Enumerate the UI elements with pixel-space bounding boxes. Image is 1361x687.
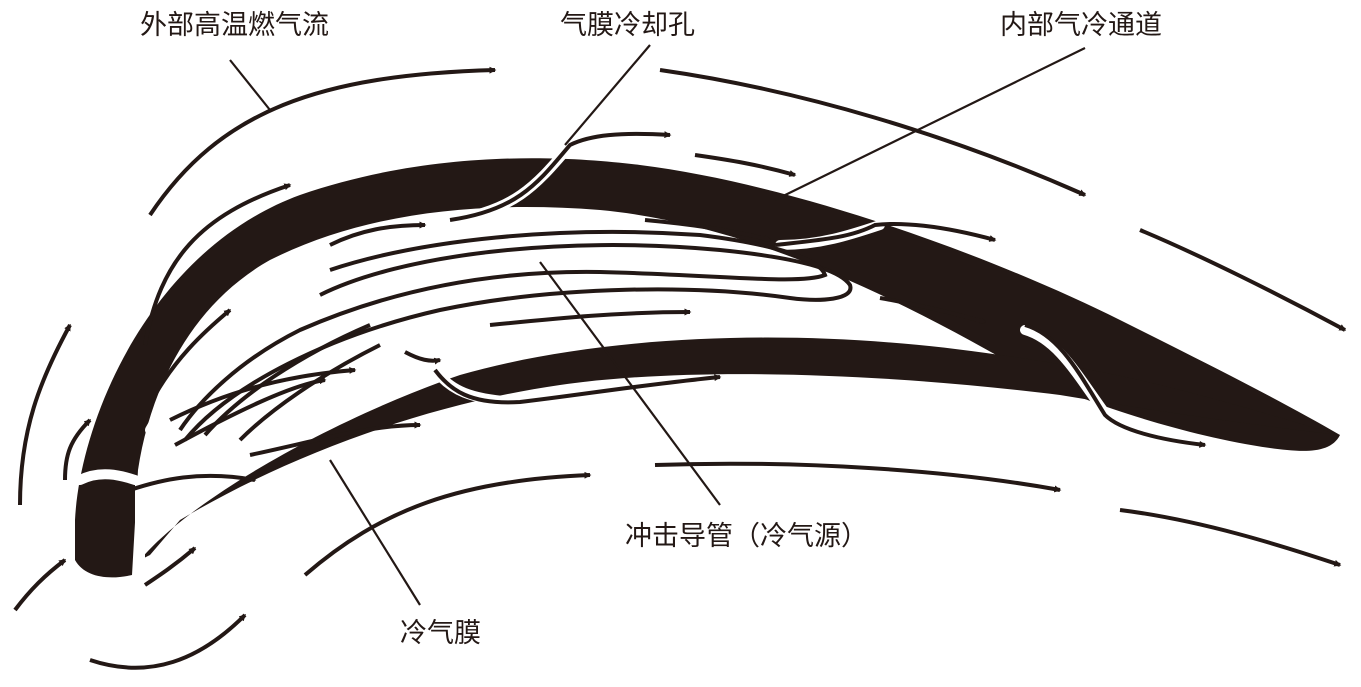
label-film-cooling-holes: 气膜冷却孔: [560, 12, 695, 39]
label-outer-hot-gas-flow: 外部高温燃气流: [140, 12, 329, 39]
impingement-tube: [180, 232, 850, 440]
label-impingement-tube: 冲击导管（冷气源）: [625, 523, 868, 550]
label-cold-film: 冷气膜: [400, 620, 481, 647]
label-internal-cooling-channel: 内部气冷通道: [1000, 12, 1162, 39]
